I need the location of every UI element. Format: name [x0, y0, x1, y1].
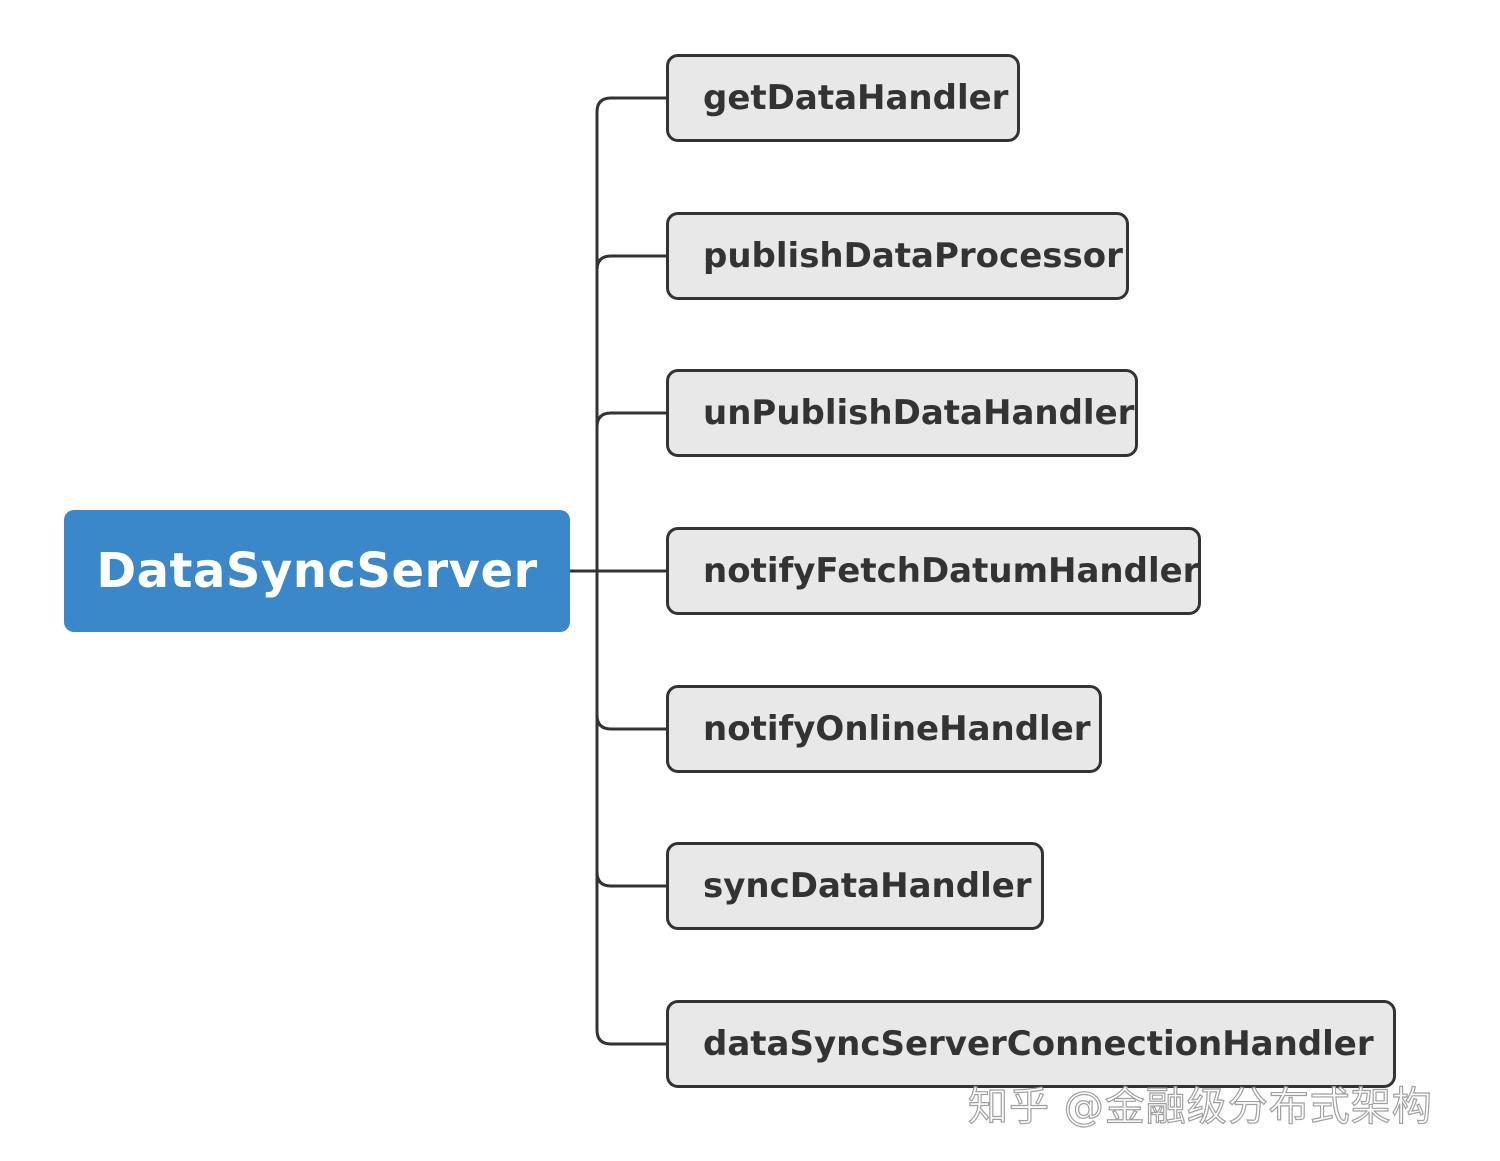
child-node-label: dataSyncServerConnectionHandler — [703, 1024, 1374, 1064]
child-node-publish-data-processor[interactable]: publishDataProcessor — [666, 212, 1129, 300]
child-node-data-sync-server-connection-handler[interactable]: dataSyncServerConnectionHandler — [666, 1000, 1396, 1088]
child-node-notify-fetch-datum-handler[interactable]: notifyFetchDatumHandler — [666, 527, 1201, 615]
child-node-notify-online-handler[interactable]: notifyOnlineHandler — [666, 685, 1102, 773]
child-node-label: unPublishDataHandler — [703, 393, 1135, 433]
child-node-label: publishDataProcessor — [703, 236, 1123, 276]
connector-branch-4 — [595, 714, 666, 731]
child-node-unpublish-data-handler[interactable]: unPublishDataHandler — [666, 369, 1138, 457]
connector-branch-1 — [595, 254, 666, 271]
root-node-label: DataSyncServer — [96, 543, 538, 599]
child-node-get-data-handler[interactable]: getDataHandler — [666, 54, 1020, 142]
connector-lines — [570, 96, 666, 1046]
child-node-sync-data-handler[interactable]: syncDataHandler — [666, 842, 1044, 930]
child-node-label: syncDataHandler — [703, 866, 1032, 906]
child-node-label: getDataHandler — [703, 78, 1009, 118]
connector-branch-2 — [595, 411, 666, 428]
connector-branch-6 — [595, 1029, 666, 1046]
connector-branch-0 — [595, 96, 666, 113]
child-node-label: notifyFetchDatumHandler — [703, 551, 1200, 591]
connector-branch-5 — [595, 871, 666, 888]
root-node[interactable]: DataSyncServer — [64, 510, 570, 632]
watermark-text: 知乎 @金融级分布式架构 — [967, 1083, 1433, 1130]
child-node-label: notifyOnlineHandler — [703, 709, 1091, 749]
